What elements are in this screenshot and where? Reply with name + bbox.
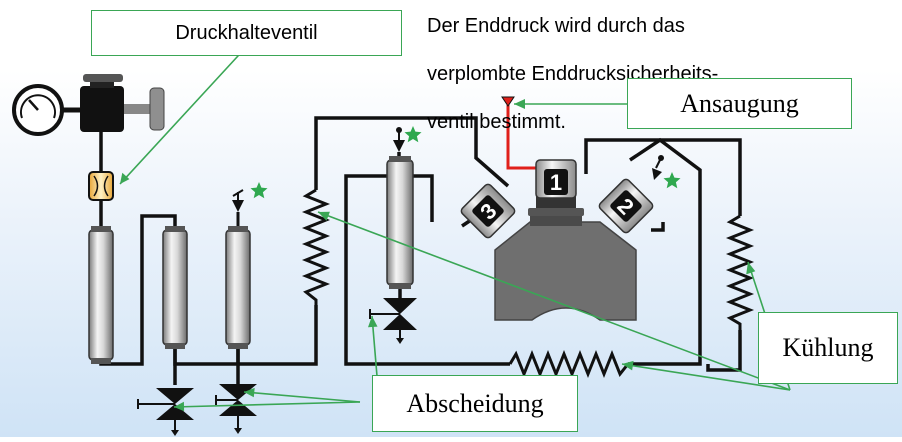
relief-valve-icon (652, 155, 664, 180)
drain-valve-icon (215, 384, 257, 434)
intake-pipe (501, 96, 538, 170)
druckhalteventil-label: Druckhalteventil (91, 10, 402, 56)
star-icon (404, 126, 422, 143)
drain-valve-icon (369, 298, 417, 344)
stage-2-cylinder (598, 178, 654, 234)
ansaugung-label: Ansaugung (627, 78, 852, 129)
pressure-holding-valve-icon (88, 171, 114, 201)
relief-valve-icon (232, 189, 244, 212)
stage-3-cylinder (460, 183, 516, 239)
separator-cylinder-4 (386, 156, 414, 289)
note-line-1: Der Enddruck wird durch das (427, 15, 685, 37)
star-icon (250, 182, 268, 199)
callout-arrowheads (120, 99, 756, 412)
cooling-coil-right (725, 214, 755, 330)
compressor-body (494, 194, 637, 321)
star-icon (663, 172, 681, 189)
enddruck-note: Der Enddruck wird durch das verplombte E… (427, 0, 718, 158)
shutoff-valve-head-icon (80, 74, 165, 132)
kuehlung-label: Kühlung (758, 312, 898, 384)
star-markers (250, 126, 681, 199)
drain-valve-icon (137, 388, 194, 436)
pipe-network (99, 116, 742, 385)
pressure-gauge-icon (12, 84, 82, 136)
stage-1-cylinder (535, 159, 577, 199)
separator-cylinder-2 (162, 226, 188, 349)
cooling-coil-left (301, 188, 331, 305)
separator-cylinder-3 (225, 212, 251, 349)
cooling-coil-bottom (508, 349, 630, 379)
abscheidung-label: Abscheidung (372, 375, 578, 432)
separator-cylinder-1 (88, 226, 114, 364)
stage-1-number: 1 (550, 170, 562, 195)
relief-valve-icon (393, 127, 405, 152)
note-line-3: ventil bestimmt. (427, 111, 566, 133)
